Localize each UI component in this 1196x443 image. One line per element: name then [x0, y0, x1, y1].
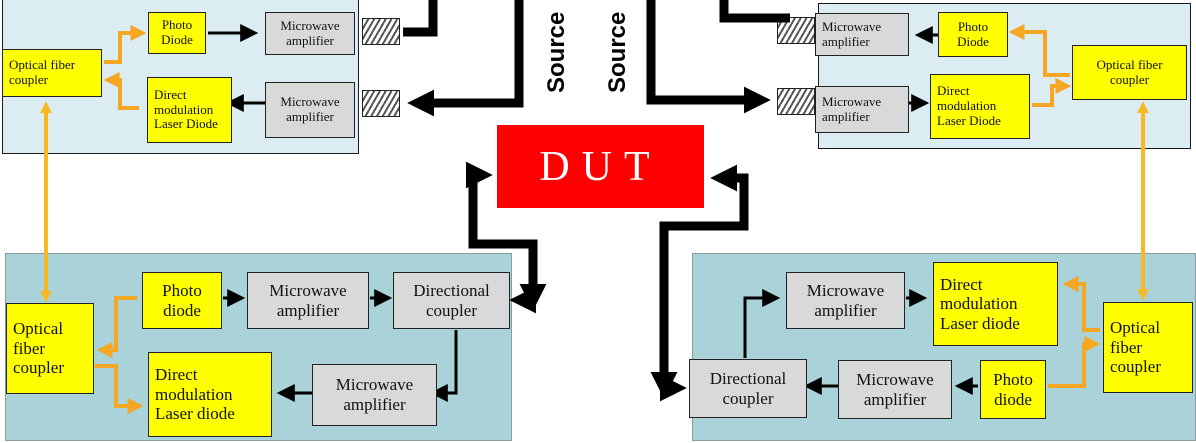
top-left-optical-fiber-coupler: Optical fiber coupler [2, 49, 102, 97]
source-label-right: Source [604, 11, 631, 93]
bottom-left-photo-diode: Photo diode [142, 272, 222, 329]
connector-top-right-2 [777, 88, 815, 115]
dut-box: DUT [497, 125, 704, 208]
bottom-left-laser-diode: Direct modulation Laser diode [148, 352, 272, 437]
top-right-photo-diode: Photo Diode [938, 12, 1008, 57]
top-right-microwave-amplifier-2: Microwave amplifier [815, 86, 909, 133]
bottom-left-directional-coupler: Directional coupler [393, 272, 510, 329]
top-right-microwave-amplifier-1: Microwave amplifier [815, 13, 909, 56]
optical-br-pd-to-coupler [1048, 336, 1101, 388]
source-path-top-left-in [407, 0, 524, 117]
top-right-optical-fiber-coupler: Optical fiber coupler [1072, 45, 1187, 100]
bottom-left-microwave-amplifier-1: Microwave amplifier [247, 272, 369, 329]
optical-bl-pd-to-coupler [96, 296, 137, 358]
bottom-left-microwave-amplifier-2: Microwave amplifier [312, 364, 437, 426]
bottom-right-microwave-amplifier-2: Microwave amplifier [838, 360, 952, 419]
source-label-left: Source [543, 11, 570, 93]
source-path-top-right-in [646, 0, 771, 114]
optical-tl-coupler-to-pd [104, 25, 147, 64]
optical-tr-laser-to-coupler [1032, 78, 1072, 107]
optical-tl-laser-to-coupler [103, 72, 139, 110]
connector-top-left-2 [362, 90, 400, 117]
top-left-microwave-amplifier-2: Microwave amplifier [265, 82, 355, 138]
connector-top-right-1 [777, 17, 815, 44]
optical-br-coupler-to-laser [1062, 276, 1100, 332]
arrow-bl-dc-to-amp [429, 330, 458, 402]
top-left-laser-diode: Direct modulation Laser Diode [147, 77, 232, 143]
dut-path-left [465, 161, 547, 311]
bottom-right-laser-diode: Direct modulation Laser diode [933, 262, 1058, 346]
bottom-left-optical-fiber-coupler: Optical fiber coupler [6, 303, 94, 394]
optical-tr-coupler-to-pd [1008, 24, 1070, 77]
top-left-microwave-amplifier-1: Microwave amplifier [265, 12, 355, 55]
source-path-top-right-out [719, 0, 790, 23]
bottom-right-photo-diode: Photo diode [980, 360, 1046, 419]
connector-top-left-1 [362, 18, 400, 45]
source-path-top-left-out [403, 0, 438, 37]
dut-path-right [650, 164, 749, 399]
bottom-right-optical-fiber-coupler: Optical fiber coupler [1103, 302, 1193, 393]
optical-bl-coupler-to-laser [95, 364, 144, 414]
top-left-photo-diode: Photo Diode [148, 12, 206, 54]
top-right-laser-diode: Direct modulation Laser Diode [930, 74, 1030, 139]
bottom-right-microwave-amplifier-1: Microwave amplifier [786, 272, 905, 329]
bottom-right-directional-coupler: Directional coupler [689, 359, 807, 418]
arrow-br-dc-to-amp [743, 289, 781, 358]
